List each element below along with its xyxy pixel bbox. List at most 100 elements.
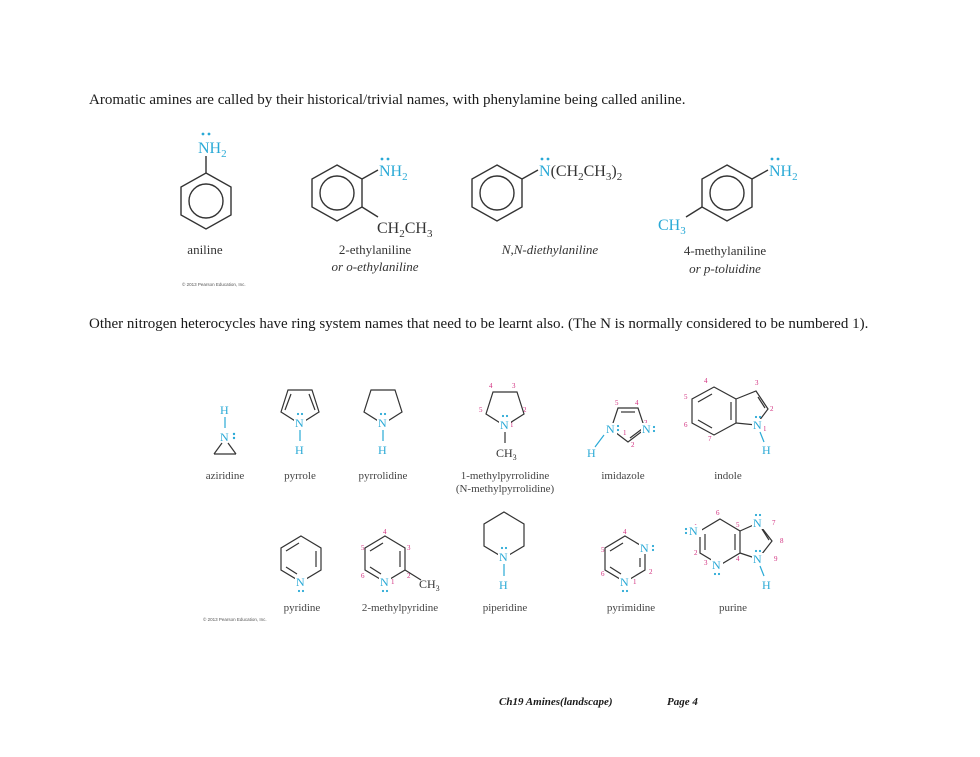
svg-text:N: N [689, 524, 698, 538]
svg-text:CH3: CH3 [658, 217, 686, 237]
aziridine-structure: H N [213, 403, 237, 455]
svg-text:1: 1 [391, 578, 395, 586]
svg-text:7: 7 [772, 519, 776, 527]
svg-text:N: N [753, 516, 762, 530]
svg-text:H: H [295, 443, 304, 457]
svg-text:N: N [712, 558, 721, 572]
footer-page: Page 4 [667, 696, 698, 708]
copyright-heterocycles: © 2013 Pearson Education, Inc. [203, 617, 267, 622]
caption-pyridine: pyridine [283, 602, 321, 614]
svg-text:2: 2 [649, 568, 653, 576]
svg-text:5: 5 [479, 406, 483, 414]
caption-methylaniline: 4-methylaniline [683, 243, 767, 258]
caption-methylpyrrolidine-alt: (N-methylpyrrolidine) [455, 483, 555, 495]
pyrimidine-structure: 453621 N N [601, 528, 655, 593]
svg-text:H: H [378, 443, 387, 457]
svg-text:NH2: NH2 [379, 163, 408, 183]
caption-pyrrole: pyrrole [284, 470, 316, 482]
svg-text:6: 6 [601, 570, 605, 578]
svg-text:N: N [753, 418, 762, 432]
svg-text:1: 1 [623, 429, 627, 437]
svg-text:6: 6 [361, 572, 365, 580]
svg-text:4: 4 [704, 377, 708, 385]
svg-text:7: 7 [708, 435, 712, 443]
footer-chapter: Ch19 Amines(landscape) [499, 696, 613, 708]
methylaniline-structure: NH2 CH3 [658, 157, 798, 237]
svg-text:N: N [620, 575, 629, 589]
caption-diethylaniline: N,N-diethylaniline [501, 242, 599, 257]
svg-text:2: 2 [523, 406, 527, 414]
svg-text:N(CH2CH3)2: N(CH2CH3)2 [539, 163, 622, 183]
purine-structure: 612354789 N N N N H [684, 509, 784, 592]
svg-text:1: 1 [633, 578, 637, 586]
svg-text:CH3: CH3 [419, 577, 440, 593]
svg-text:N: N [220, 430, 229, 444]
svg-text:H: H [762, 443, 771, 457]
svg-text:H: H [587, 446, 596, 460]
svg-text:6: 6 [716, 509, 720, 517]
caption-purine: purine [718, 602, 748, 614]
intro-paragraph: Aromatic amines are called by their hist… [89, 92, 686, 108]
svg-text:9: 9 [774, 555, 778, 563]
svg-text:H: H [499, 578, 508, 592]
caption-methylpyrrolidine: 1-methylpyrrolidine [460, 470, 550, 482]
svg-text:3: 3 [407, 544, 411, 552]
caption-imidazole: imidazole [601, 470, 645, 482]
svg-text:5: 5 [684, 393, 688, 401]
svg-text:2: 2 [694, 549, 698, 557]
caption-ethylaniline: 2-ethylaniline [338, 242, 412, 257]
svg-text:N: N [500, 418, 509, 432]
caption-pyrimidine: pyrimidine [606, 602, 656, 614]
svg-text:H: H [762, 578, 771, 592]
pyrrole-structure: N H [280, 389, 320, 457]
svg-text:H: H [220, 403, 229, 417]
svg-text:5: 5 [736, 521, 740, 529]
heterocycle-paragraph: Other nitrogen heterocycles have ring sy… [89, 316, 869, 332]
svg-text:2: 2 [407, 572, 411, 580]
svg-text:N: N [606, 422, 615, 436]
svg-text:5: 5 [601, 546, 605, 554]
svg-text:8: 8 [780, 537, 784, 545]
aniline-structure: NH2 [180, 132, 232, 230]
svg-text:CH2CH3: CH2CH3 [377, 220, 433, 240]
caption-aniline: aniline [187, 242, 223, 257]
caption-piperidine: piperidine [482, 602, 528, 614]
svg-text:4: 4 [635, 399, 639, 407]
caption-methylpyridine: 2-methylpyridine [361, 602, 439, 614]
svg-text:NH2: NH2 [769, 163, 798, 183]
svg-text:1: 1 [510, 421, 514, 429]
svg-text:3: 3 [704, 559, 708, 567]
svg-text:4: 4 [383, 528, 387, 536]
caption-indole: indole [714, 470, 742, 482]
pyrrolidine-structure: N H [363, 389, 403, 457]
caption-methylaniline-alt: or p-toluidine [689, 261, 761, 276]
svg-text:3: 3 [512, 382, 516, 390]
svg-text:N: N [296, 575, 305, 589]
copyright-amines: © 2013 Pearson Education, Inc. [182, 282, 246, 287]
caption-ethylaniline-alt: or o-ethylaniline [331, 259, 419, 274]
piperidine-structure: N H [483, 511, 525, 592]
svg-text:N: N [642, 422, 651, 436]
svg-text:N: N [640, 541, 649, 555]
svg-text:N: N [499, 550, 508, 564]
svg-text:5: 5 [361, 544, 365, 552]
svg-text:4: 4 [623, 528, 627, 536]
svg-text:N: N [378, 416, 387, 430]
diethylaniline-structure: N(CH2CH3)2 [471, 157, 622, 222]
svg-text:4: 4 [489, 382, 493, 390]
imidazole-structure: 54312 N N H [587, 399, 656, 460]
svg-text:N: N [380, 575, 389, 589]
svg-text:CH3: CH3 [496, 446, 517, 462]
svg-text:4: 4 [736, 555, 740, 563]
pyridine-structure: N [280, 535, 322, 593]
methylpyridine-structure: 4 5 3 6 1 2 N CH3 [361, 528, 440, 593]
svg-text:2: 2 [631, 441, 635, 449]
caption-pyrrolidine: pyrrolidine [358, 470, 408, 482]
ethylaniline-structure: NH2 CH2CH3 [311, 157, 433, 240]
svg-text:N: N [295, 416, 304, 430]
svg-text:2: 2 [770, 405, 774, 413]
svg-text:6: 6 [684, 421, 688, 429]
svg-text:1: 1 [763, 425, 767, 433]
methylpyrrolidine-structure: 4 3 5 2 1 N CH3 [479, 382, 527, 462]
